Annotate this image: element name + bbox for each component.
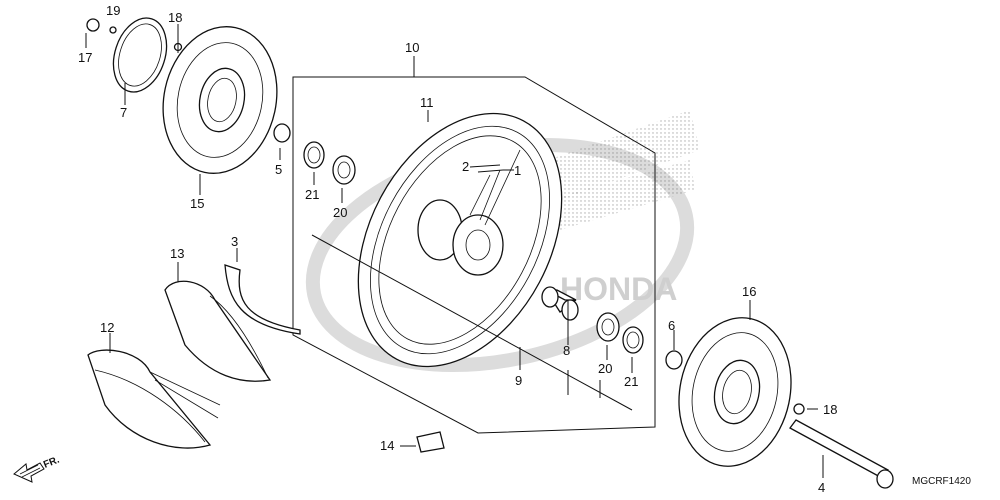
callout-9: 9 [515,373,522,388]
callout-21-left: 21 [305,187,319,202]
leader-lines [85,24,824,478]
front-direction-arrow-icon [13,462,45,483]
callout-4: 4 [818,480,825,495]
callout-10: 10 [405,40,419,55]
callout-20-left: 20 [333,205,347,220]
callout-5: 5 [275,162,282,177]
callout-8: 8 [563,343,570,358]
spokes [469,149,521,226]
callout-3: 3 [231,234,238,249]
callout-15: 15 [190,196,204,211]
callout-13: 13 [170,246,184,261]
callout-1: 1 [514,163,521,178]
callout-11: 11 [420,95,434,110]
bolt-17 [86,18,100,32]
callout-6: 6 [668,318,675,333]
callout-12: 12 [100,320,114,335]
dust-seal-21-right [622,326,644,354]
collar-6 [665,350,683,370]
tube-13 [164,280,272,382]
axle-4 [789,419,894,489]
front-direction-label: FR. [42,454,61,470]
callout-20-right: 20 [598,361,612,376]
brake-disc-16 [678,317,792,467]
tire-12 [87,349,212,449]
callout-16: 16 [742,284,756,299]
callout-19: 19 [106,3,120,18]
callout-7: 7 [120,105,127,120]
callout-17: 17 [78,50,92,65]
bearing-20-right [596,312,620,342]
pulser-ring-7 [112,17,168,93]
bolt-18-right [793,403,805,415]
callout-21-right: 21 [624,374,638,389]
diagram-code: MGCRF1420 [912,476,971,487]
callout-2: 2 [462,159,469,174]
callout-18-right: 18 [823,402,837,417]
dust-seal-21-left [303,141,325,169]
bearing-20-left [332,155,356,185]
collar-5 [273,123,291,143]
callout-18-top: 18 [168,10,182,25]
brake-disc-15 [162,26,278,174]
wheel-hub [417,199,504,276]
valve-cap-14 [416,431,445,453]
assembly-frame [292,76,656,434]
screw-19 [109,26,117,34]
callout-14: 14 [380,438,394,453]
rim-band-3 [224,264,301,335]
svg-text:HONDA: HONDA [560,271,677,307]
